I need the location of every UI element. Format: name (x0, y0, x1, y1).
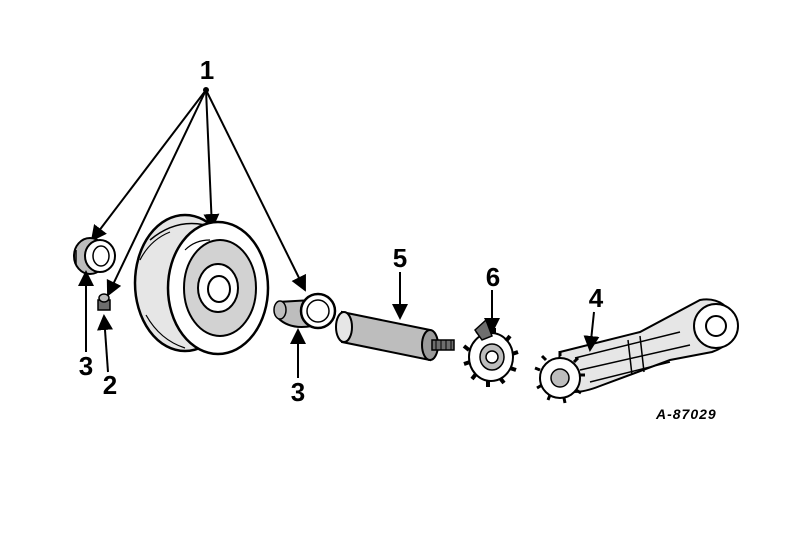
bushing-right (273, 292, 337, 330)
callout-part-5: 5 (392, 243, 408, 273)
idler-pulley (133, 213, 270, 356)
leader-lines-part-1 (90, 89, 306, 297)
callout-part-6: 6 (485, 262, 501, 292)
grease-fitting (97, 293, 111, 311)
callout-part-1: 1 (199, 55, 215, 85)
callout-part-3-right: 3 (290, 377, 306, 407)
drawing-reference-number: A-87029 (656, 406, 717, 422)
callout-part-3-left: 3 (78, 351, 94, 381)
callout-part-2: 2 (102, 370, 118, 400)
idler-arm (534, 298, 739, 404)
leader-lines-other (78, 270, 600, 378)
bushing-left (73, 237, 116, 275)
leader-hub (203, 87, 209, 93)
callout-part-4: 4 (588, 283, 604, 313)
shaft (335, 310, 455, 362)
